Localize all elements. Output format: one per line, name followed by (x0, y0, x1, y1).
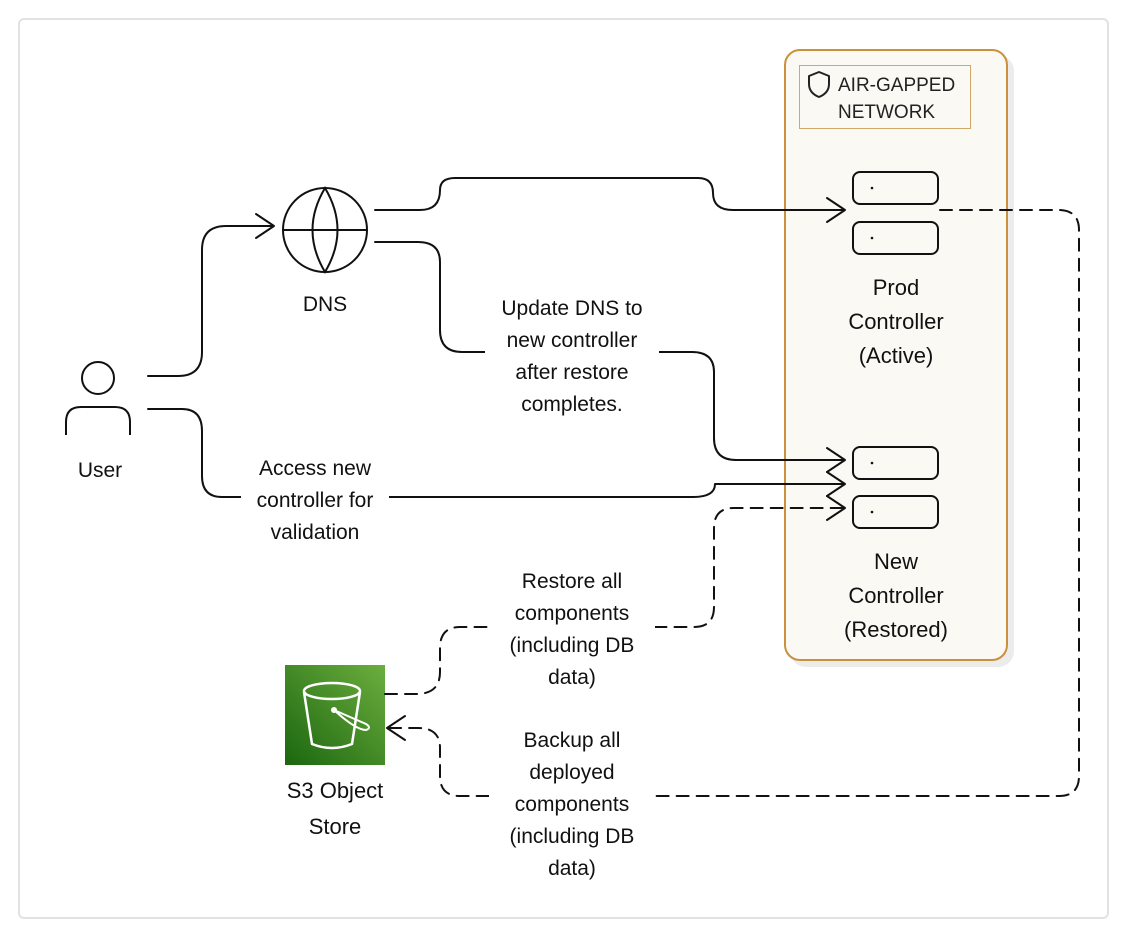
update-dns-edge-label: Update DNS to new controller after resto… (485, 293, 659, 421)
user-label: User (77, 459, 123, 482)
restore-edge-label: Restore all components (including DB dat… (489, 566, 655, 694)
edge-backup (388, 209, 1080, 797)
zone-title: AIR-GAPPED NETWORK (838, 75, 956, 123)
bucket-icon (285, 665, 385, 765)
shield-icon (808, 71, 830, 98)
edge-user-to-dns (147, 225, 273, 377)
dns-label: DNS (302, 293, 348, 316)
new-controller-label: New Controller (Restored) (844, 549, 948, 642)
prod-controller-label: Prod Controller (Active) (848, 275, 944, 368)
server-icon (852, 171, 939, 529)
globe-icon (282, 186, 368, 274)
access-new-edge-label: Access new controller for validation (241, 453, 389, 549)
air-gapped-zone (784, 49, 1008, 661)
s3-label: S3 Object Store (286, 778, 384, 839)
backup-edge-label: Backup all deployed components (includin… (489, 725, 655, 885)
user-icon (65, 361, 131, 435)
edge-dns-to-prod (374, 177, 844, 211)
edge-access-new (147, 408, 844, 498)
